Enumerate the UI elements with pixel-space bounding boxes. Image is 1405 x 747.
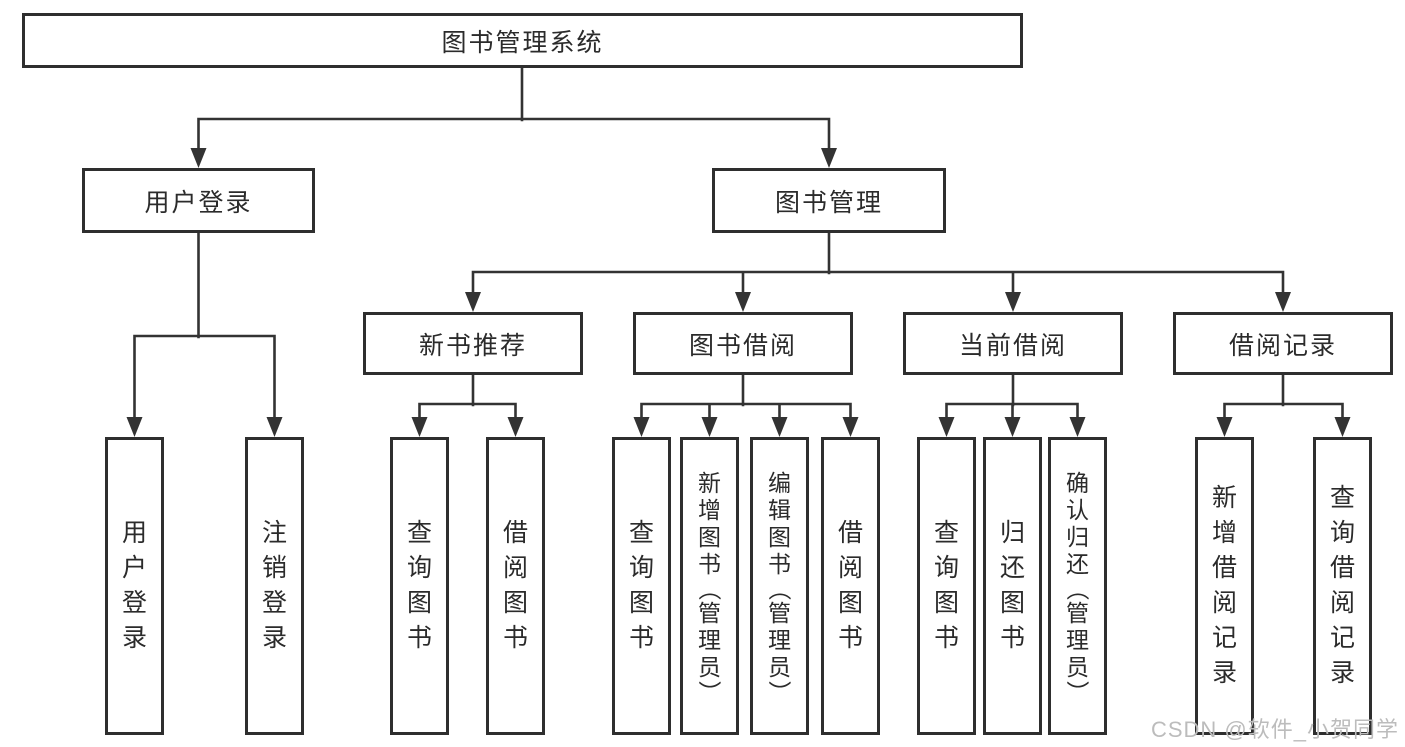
node-book-borrow: 图书借阅 [633,312,853,375]
node-leaf-edit-book: 编辑图书（管理员） [750,437,809,735]
node-leaf-query-book-1: 查询图书 [390,437,449,735]
node-leaf-logout: 注销登录 [245,437,304,735]
arrow-heads [126,148,1351,437]
node-leaf-query-book-3: 查询图书 [917,437,976,735]
node-leaf-user-login: 用户登录 [105,437,164,735]
node-leaf-borrow-book-1: 借阅图书 [486,437,545,735]
csdn-watermark: CSDN @软件_小贺同学 [1150,717,1399,742]
node-root: 图书管理系统 [22,13,1023,68]
node-leaf-add-record: 新增借阅记录 [1195,437,1254,735]
node-leaf-query-book-2: 查询图书 [612,437,671,735]
node-leaf-add-book: 新增图书（管理员） [680,437,739,735]
node-leaf-confirm-return: 确认归还（管理员） [1048,437,1107,735]
node-leaf-borrow-book-2: 借阅图书 [821,437,880,735]
node-leaf-query-record: 查询借阅记录 [1313,437,1372,735]
node-current-borrow: 当前借阅 [903,312,1123,375]
node-borrow-records: 借阅记录 [1173,312,1393,375]
node-book-management: 图书管理 [712,168,946,233]
node-leaf-return-book: 归还图书 [983,437,1042,735]
node-user-login: 用户登录 [82,168,315,233]
node-new-book-recommend: 新书推荐 [363,312,583,375]
